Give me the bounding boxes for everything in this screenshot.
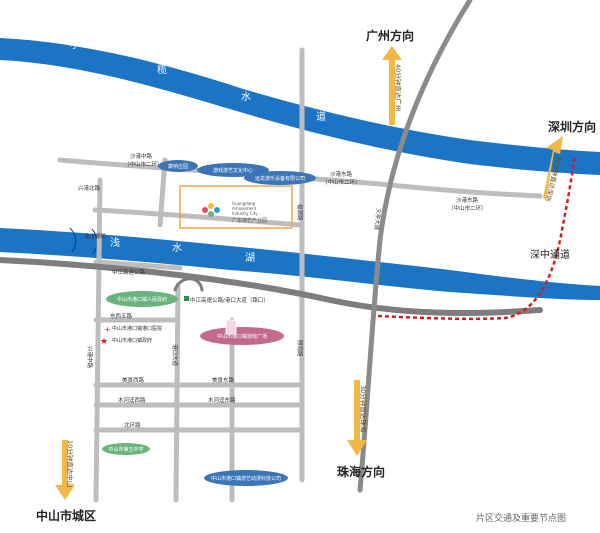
park-logo-en1: Guangdong <box>232 201 256 206</box>
road-label-meijing-w: 美景西路 <box>122 376 145 384</box>
qianshui-char-2: 水 <box>172 242 182 254</box>
label-guangzhou: 广州方向 <box>366 28 414 43</box>
qianshui-char-1: 浅 <box>110 236 120 249</box>
arrow-zhongshan-icon <box>55 440 75 500</box>
road-label-meijing-e: 美景东路 <box>212 376 235 384</box>
road-label-hongkou: 东西五路 <box>110 312 133 320</box>
park-logo-name: 广东游艺产业园 <box>232 217 267 224</box>
road-label-shagang-dong: 沙港东路 <box>456 196 479 204</box>
road-xinggang <box>93 177 103 503</box>
interchange <box>173 277 204 292</box>
label-shenzhen: 深圳方向 <box>548 119 596 134</box>
poi-minzhong: 中山市港口镇政府 <box>112 337 152 344</box>
poi-youxi: 游戏游艺文化中心 <box>213 167 253 174</box>
map-caption: 片区交通及重要节点图 <box>476 512 566 524</box>
bus-stop-icon <box>184 296 189 301</box>
arrow-guangzhou-icon <box>382 46 402 125</box>
xiaolan-char-4: 道 <box>316 110 326 123</box>
lake-edge-left <box>69 227 77 253</box>
hospital-cross-icon: + <box>104 325 111 334</box>
road-label-xiaoshui-bridge: 浅水湖桥 <box>84 232 107 240</box>
road-label-shagang-dong-sub: （中山市二环） <box>448 204 487 212</box>
xiaolan-char-1: 小 <box>70 39 80 51</box>
poi-square: 中山市港口镇游戏广场 <box>217 333 267 340</box>
label-shenzhong: 深中通道 <box>530 248 570 261</box>
road-labels: 沙港中路 （中山市二环） 沙港东路 （中山市二环） 沙港东路 （中山市二环） 兴… <box>78 152 487 429</box>
road-e1 <box>93 259 183 271</box>
road-label-muhe-w: 木河迳西路 <box>118 396 146 404</box>
road-label-xianghai: 翔海路 <box>296 340 304 357</box>
time-guangzhou: 40分钟直达广州 <box>394 64 403 111</box>
time-zhongshan: 10分钟直达中山 <box>66 440 75 487</box>
park-logo-icon <box>202 203 220 217</box>
poi-yuanlong: 远龙游乐设备有限公司 <box>255 175 305 182</box>
gov-star-icon: ★ <box>100 337 108 347</box>
road-shagang <box>57 157 543 199</box>
road-label-xinggang-mid: 兴港中路 <box>86 346 94 369</box>
label-zhongshan: 中山市城区 <box>36 508 96 523</box>
road-label-xinggang-north: 兴港北路 <box>78 184 101 192</box>
road-label-shagang-mid-sub: （中山市二环） <box>124 160 163 168</box>
label-zhuhai: 珠海方向 <box>337 464 385 479</box>
road-label-shagang-east-sub: （中山市二环） <box>322 178 361 186</box>
poi-town-gov: 中山市港口镇人民政府 <box>117 296 167 303</box>
highway-zhongjiang <box>0 257 543 316</box>
poi-science: 中山市港口镇游艺动漫科技公司 <box>211 475 281 482</box>
road-label-muhe-e: 木河迳东路 <box>208 396 236 404</box>
road-label-beihuan: 北环路 <box>124 421 141 429</box>
poi-youxi-oval <box>197 163 269 177</box>
poi-yuanlong-oval <box>244 171 316 185</box>
time-zhuhai: 30分钟直达珠海 <box>359 385 368 433</box>
road-ne <box>157 157 168 228</box>
local-roads <box>57 47 543 503</box>
poi-town-gov-oval <box>106 291 178 307</box>
qianshui-char-3: 湖 <box>245 252 255 264</box>
road-label-zhongjiang-exit: 中江高速公路/港口大道（路口） <box>190 296 269 304</box>
arrow-zhuhai-icon <box>347 380 367 456</box>
road-label-fuhua: 福源路 <box>296 204 304 221</box>
arrow-shenzhen-icon <box>543 136 563 200</box>
park-box <box>179 185 293 229</box>
park-logo-en3: Industry City <box>232 211 258 216</box>
highway-jiaojing-fast <box>357 0 473 493</box>
park-logo-en2: Amusement <box>232 206 257 211</box>
poi-kangqiao: 康桥庄园 <box>168 163 188 170</box>
road-gangkou <box>173 282 181 503</box>
road-label-gangkou-ave: 港口大道 <box>171 344 179 367</box>
highways <box>0 0 543 493</box>
xiaolan-char-3: 水 <box>241 91 251 103</box>
road-label-jiaojing: 文亭大道 <box>373 208 383 231</box>
poi-fire-oval <box>102 443 150 455</box>
road-inner-north <box>92 207 303 228</box>
xiaolan-char-2: 榄 <box>157 63 167 76</box>
square-building-icon <box>225 319 237 335</box>
poi-fire: 中山市第五中学 <box>108 446 143 453</box>
poi-science-oval <box>204 470 288 486</box>
poi-square-oval <box>200 327 284 345</box>
road-label-shagang-east: 沙港东路 <box>330 170 353 178</box>
poi-hospital: 中山市港口镇港口医院 <box>112 325 162 332</box>
poi-kangqiao-oval <box>158 160 198 172</box>
road-label-shagang-mid: 沙港中路 <box>130 152 153 160</box>
shenzhong-rail <box>377 154 577 321</box>
road-label-zhongjiang: 中江高速公路 <box>112 268 146 276</box>
